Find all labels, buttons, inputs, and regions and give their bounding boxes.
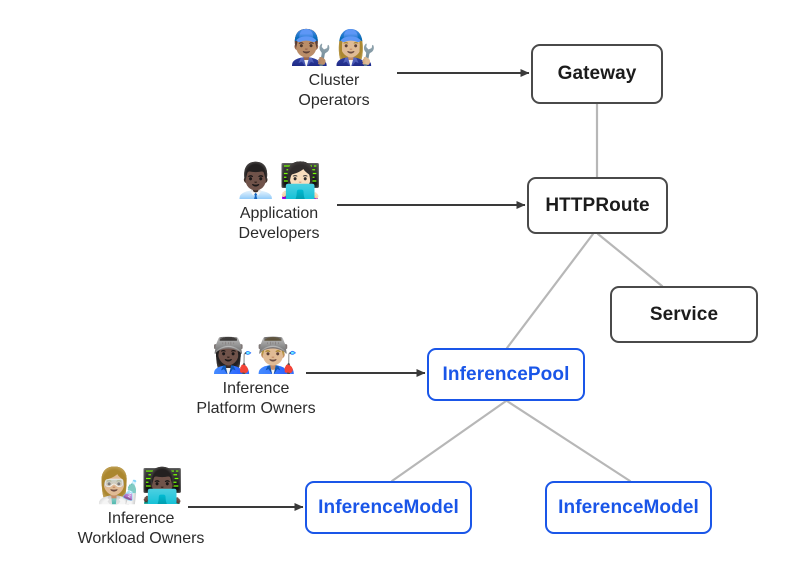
node-infpool[interactable]: InferencePool bbox=[427, 348, 585, 401]
persona-label-inference-platform-owners: Inference Platform Owners bbox=[196, 380, 316, 417]
persona-label-inference-workload-owners: Inference Workload Owners bbox=[77, 510, 205, 547]
persona-inference-workload-owners: 👩🏼‍🔬👨🏿‍💻 Inference Workload Owners bbox=[56, 466, 226, 549]
edge-httproute-service bbox=[596, 232, 664, 288]
node-gateway[interactable]: Gateway bbox=[531, 44, 663, 104]
node-infmodel1[interactable]: InferenceModel bbox=[305, 481, 472, 534]
persona-application-developers: 👨🏿‍💼👩🏻‍💻 Application Developers bbox=[218, 161, 340, 244]
edge-infpool-infmodel2 bbox=[505, 399, 632, 483]
node-infmodel2[interactable]: InferenceModel bbox=[545, 481, 712, 534]
persona-icons-inference-platform-owners: 👩🏿‍🏭👨🏼‍🏭 bbox=[211, 336, 301, 376]
persona-icons-cluster-operators: 👨🏽‍🔧👩🏼‍🔧 bbox=[289, 28, 379, 68]
edge-infpool-infmodel1 bbox=[390, 399, 508, 483]
persona-icons-inference-workload-owners: 👩🏼‍🔬👨🏿‍💻 bbox=[96, 466, 186, 506]
persona-label-cluster-operators: Cluster Operators bbox=[298, 72, 370, 109]
persona-cluster-operators: 👨🏽‍🔧👩🏼‍🔧 Cluster Operators bbox=[279, 28, 389, 111]
persona-icons-application-developers: 👨🏿‍💼👩🏻‍💻 bbox=[234, 161, 324, 201]
node-httproute[interactable]: HTTPRoute bbox=[527, 177, 668, 234]
edge-httproute-infpool bbox=[505, 232, 595, 350]
persona-arrows bbox=[188, 69, 530, 511]
persona-label-application-developers: Application Developers bbox=[238, 205, 320, 242]
persona-inference-platform-owners: 👩🏿‍🏭👨🏼‍🏭 Inference Platform Owners bbox=[176, 336, 336, 419]
node-service[interactable]: Service bbox=[610, 286, 758, 343]
